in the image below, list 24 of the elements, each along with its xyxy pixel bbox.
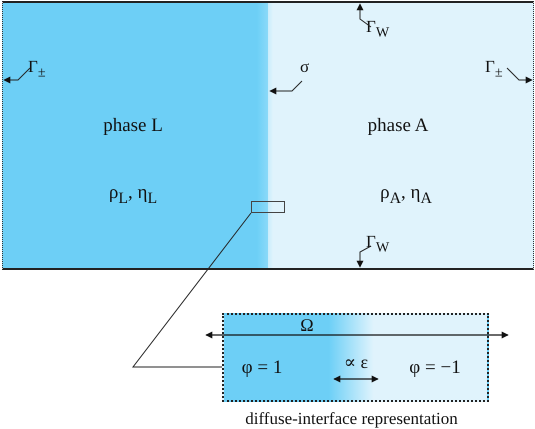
leader-line [506, 68, 533, 84]
boundary-label: σ [300, 58, 310, 74]
phase-region [2, 1, 268, 270]
caption-text: diffuse-interface representation [245, 410, 458, 427]
inset-box [222, 313, 489, 402]
region-label: phase A [368, 116, 428, 135]
boundary-label: Γ$_{W}$ [366, 232, 390, 254]
dimension-label: ∝ ε [344, 353, 368, 371]
leader-line [356, 246, 372, 268]
equation-label: φ = −1 [409, 358, 461, 377]
property-label: ρ$_{A}$, η$_{A}$ [380, 183, 432, 207]
equation-label: φ = 1 [242, 358, 282, 377]
leader-line [269, 80, 302, 94]
property-label: ρ$_{L}$, η$_{L}$ [108, 183, 158, 207]
boundary-label: Γ$_{±}$ [28, 58, 46, 80]
zoom-marker-box [251, 201, 285, 213]
phase-region [268, 1, 534, 270]
leader-line [3, 68, 30, 84]
boundary-label: Γ$_{±}$ [485, 58, 503, 80]
dimension-label: Ω [300, 316, 314, 334]
leader-line [356, 3, 372, 28]
region-label: phase L [103, 116, 163, 135]
boundary-label: Γ$_{W}$ [366, 18, 390, 40]
zoom-line [132, 212, 252, 368]
